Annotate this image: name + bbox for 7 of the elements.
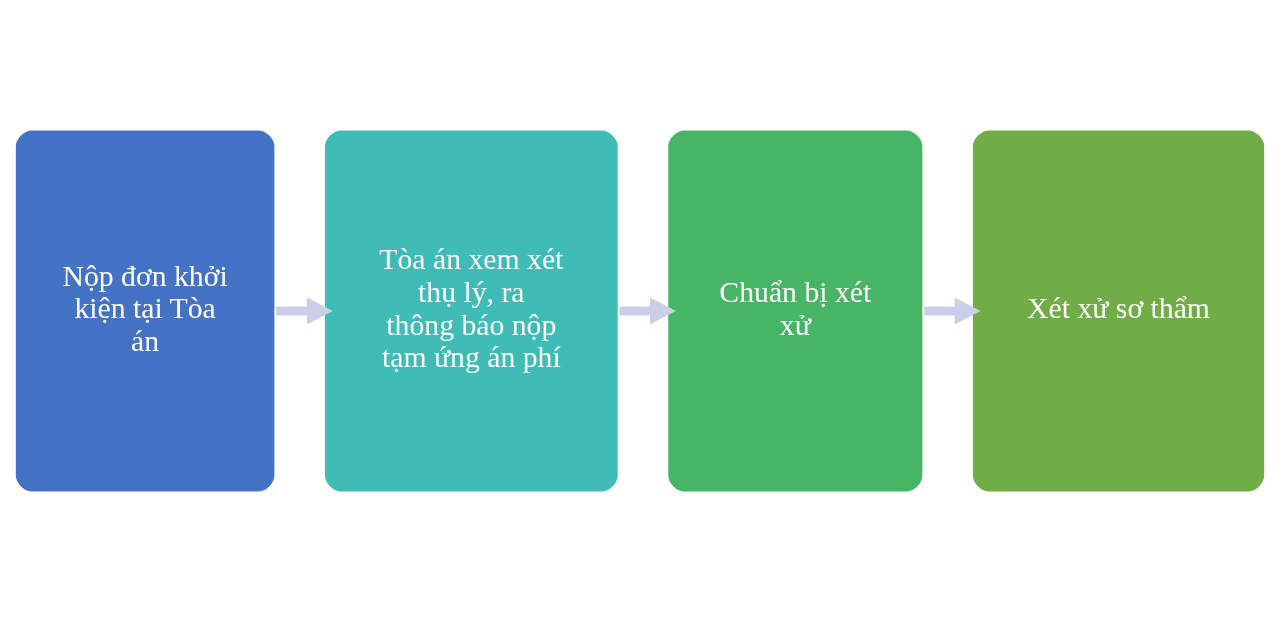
arrow: [619, 297, 676, 325]
arrow: [276, 297, 333, 325]
node-box: Nộp đơn khởi kiện tại Tòa án: [12, 127, 278, 495]
node-box: Xét xử sơ thẩm: [969, 127, 1268, 495]
node-box: Tòa án xem xét thụ lý, ra thông báo nộp tạm ứng án phí: [321, 127, 621, 495]
node-box: Chuẩn bị xét xử: [665, 127, 926, 495]
arrow: [924, 297, 981, 325]
